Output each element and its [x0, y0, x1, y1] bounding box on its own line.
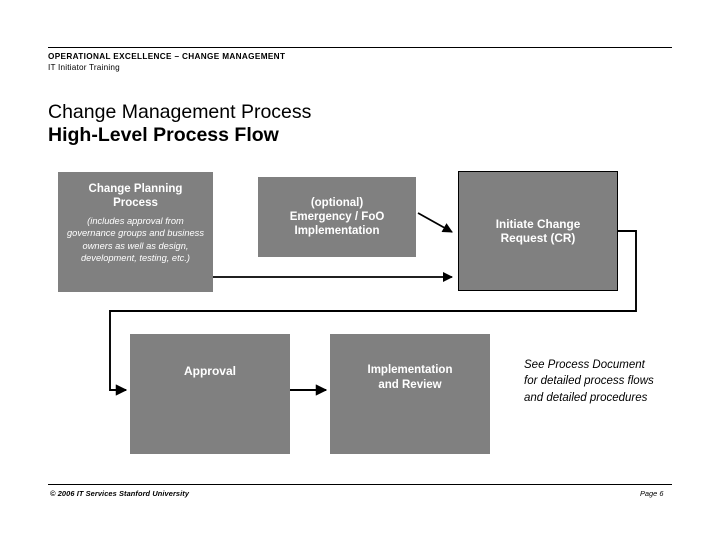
page-title: Change Management Process High-Level Pro…	[48, 101, 568, 147]
connector-emergency-to-initiate	[417, 212, 453, 233]
process-box-approval[interactable]: Approval	[130, 334, 290, 454]
header-course-title: OPERATIONAL EXCELLENCE – CHANGE MANAGEME…	[48, 52, 286, 61]
change-planning-note: (includes approval from governance group…	[67, 216, 204, 264]
title-secondary: High-Level Process Flow	[48, 124, 279, 146]
process-box-emergency-implementation[interactable]: (optional) Emergency / FoO Implementatio…	[258, 177, 416, 257]
implementation-title: Implementation and Review	[367, 364, 453, 391]
initiate-change-request-title: Initiate Change Request (CR)	[495, 216, 581, 246]
header-divider	[48, 47, 672, 48]
title-primary: Change Management Process	[48, 101, 312, 123]
footer-page-number: Page 6	[640, 489, 664, 498]
change-planning-title: Change Planning Process	[88, 183, 183, 209]
process-box-initiate-change-request[interactable]: Initiate Change Request (CR)	[458, 171, 618, 291]
process-box-implementation-and-review[interactable]: Implementation and Review	[330, 334, 490, 454]
footer-copyright: © 2006 IT Services Stanford University	[50, 489, 190, 498]
header-subtitle: IT Initiator Training	[48, 63, 120, 72]
process-box-change-planning[interactable]: Change Planning Process (includes approv…	[58, 172, 213, 292]
side-note-see-process-document: See Process Document for detailed proces…	[524, 359, 654, 404]
header-text: OPERATIONAL EXCELLENCE – CHANGE MANAGEME…	[48, 51, 528, 73]
approval-title: Approval	[183, 364, 236, 378]
emergency-title: (optional) Emergency / FoO Implementatio…	[289, 197, 385, 237]
footer-divider	[48, 484, 672, 485]
